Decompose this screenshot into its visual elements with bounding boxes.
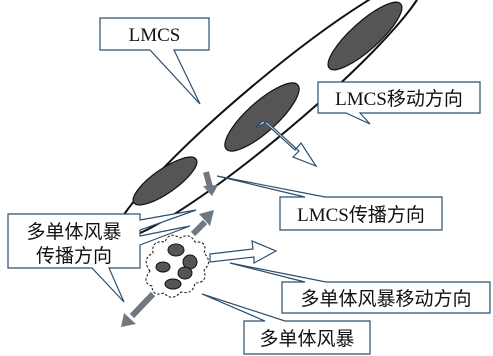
label-multicell-motion: 多单体风暴移动方向 <box>300 288 471 310</box>
multicell-storm-cloud <box>145 234 209 298</box>
storm-cell <box>155 261 171 273</box>
storm-cell <box>164 278 182 290</box>
multicell-propagation-arrow-down <box>121 291 156 327</box>
lmcs-cell-lower <box>132 156 198 206</box>
multicell-motion-arrow <box>209 240 278 265</box>
label-multicell-storm: 多单体风暴 <box>259 328 354 350</box>
label-lmcs-propagation: LMCS传播方向 <box>297 204 425 226</box>
callout-multicell-storm: 多单体风暴 <box>201 293 371 355</box>
callout-multicell-propagation: 多单体风暴 传播方向 <box>7 209 197 303</box>
label-multicell-propagation-line2: 传播方向 <box>36 245 112 267</box>
callout-lmcs: LMCS <box>99 17 210 105</box>
multicell-propagation-arrow-up <box>190 210 214 237</box>
label-lmcs-motion: LMCS移动方向 <box>335 88 463 110</box>
lmcs-propagation-arrow <box>203 171 218 196</box>
storm-cell <box>167 243 185 257</box>
label-lmcs: LMCS <box>129 25 181 46</box>
callout-lmcs-motion: LMCS移动方向 <box>317 81 481 125</box>
callout-lmcs-propagation: LMCS传播方向 <box>216 175 443 231</box>
lmcs-motion-arrow <box>254 120 318 168</box>
lmcs-cell-upper <box>327 1 403 71</box>
label-multicell-propagation-line1: 多单体风暴 <box>26 221 121 243</box>
cloud-outline <box>145 234 209 298</box>
storm-cell <box>177 266 193 280</box>
callout-multicell-motion: 多单体风暴移动方向 <box>229 262 491 314</box>
